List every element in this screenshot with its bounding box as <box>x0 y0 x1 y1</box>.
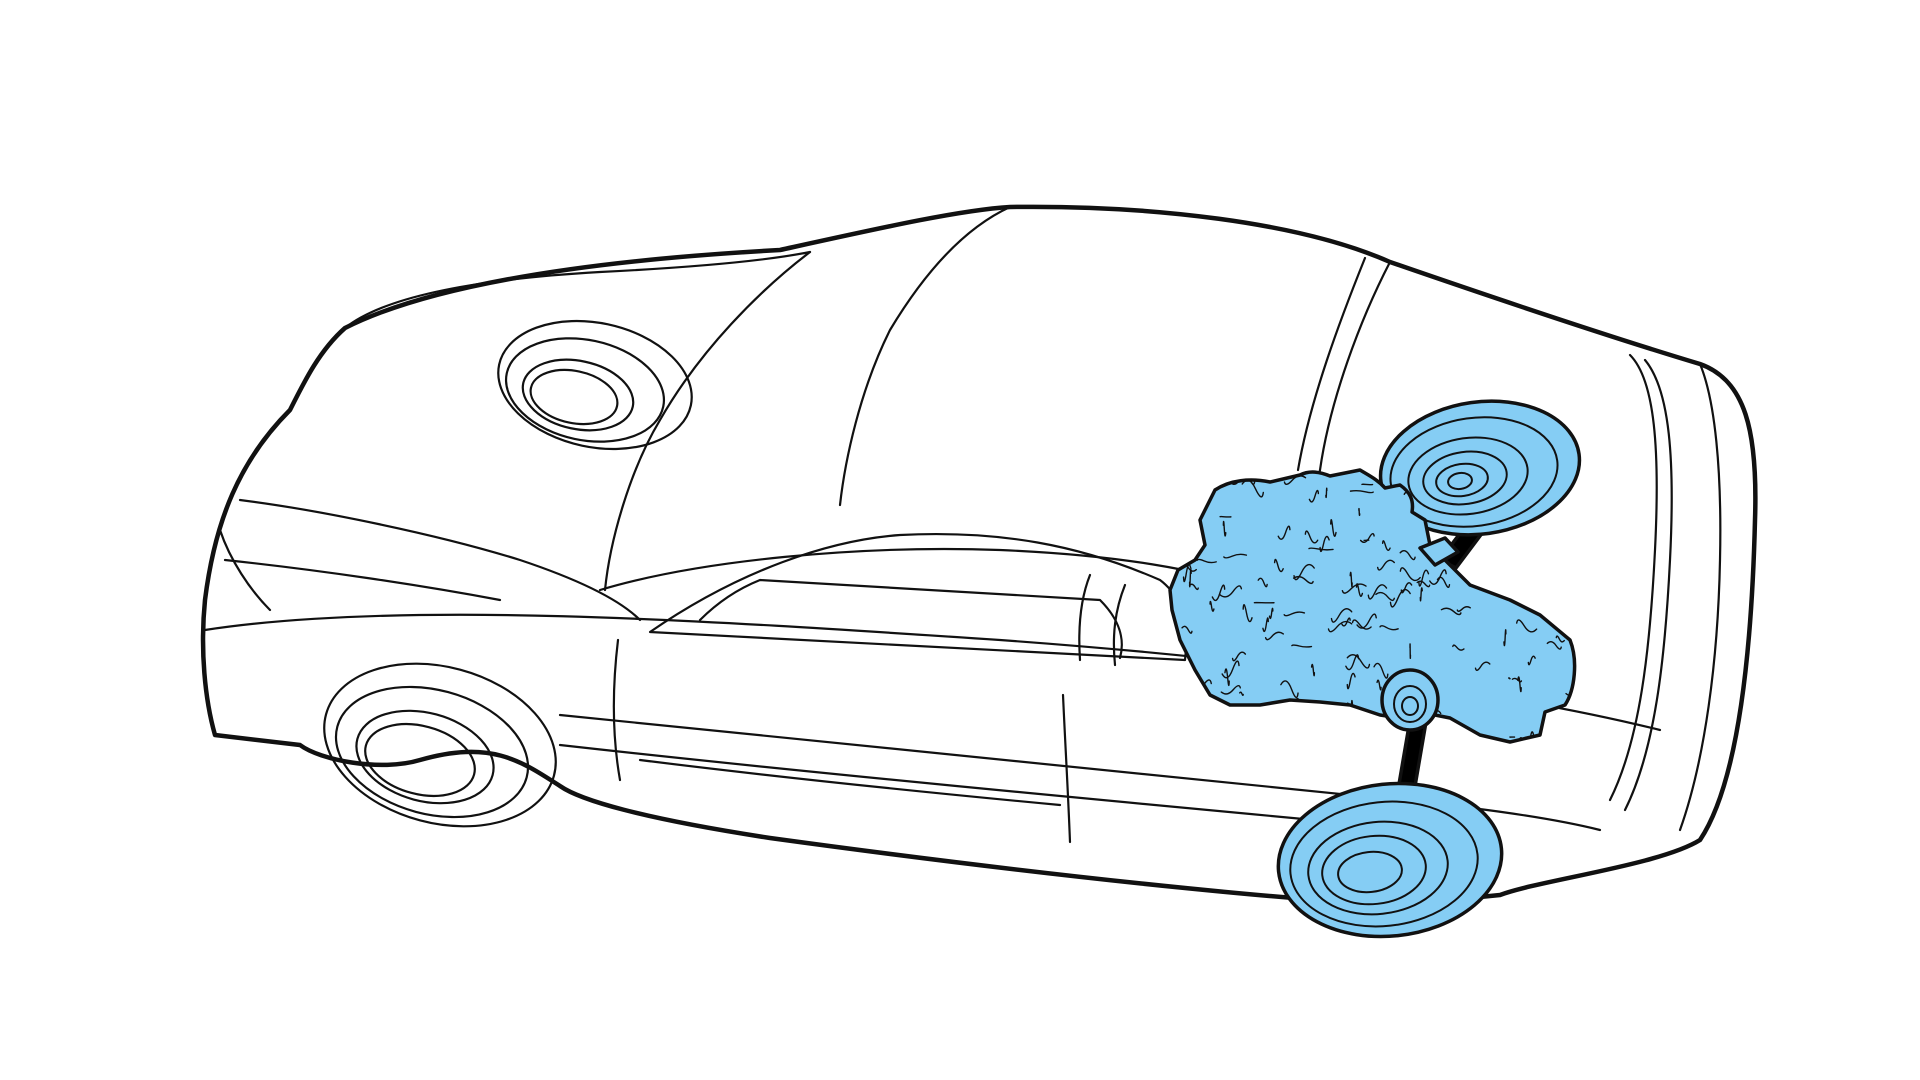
roof-front-edge <box>840 207 1010 505</box>
engine-texture-stroke <box>1296 699 1298 700</box>
engine-texture-stroke <box>1326 488 1327 497</box>
engine-texture-stroke <box>1187 506 1204 512</box>
hood-line <box>345 252 810 328</box>
engine-texture-stroke <box>1295 721 1300 725</box>
engine-texture-stroke <box>1237 739 1240 748</box>
rear-window-edge <box>1298 258 1365 470</box>
engine-texture-stroke <box>1541 611 1563 615</box>
engine-texture-stroke <box>1256 734 1268 742</box>
engine-texture-stroke <box>1357 713 1361 714</box>
engine-texture-stroke <box>1172 737 1178 746</box>
front-wheel-outline <box>306 639 574 851</box>
engine-texture-stroke <box>1178 545 1184 560</box>
engine-texture-stroke <box>1509 678 1510 679</box>
engine-texture-stroke <box>1358 738 1377 741</box>
engine-texture-stroke <box>1367 730 1387 735</box>
side-window <box>650 534 1186 660</box>
front-fender-line-2 <box>225 560 500 600</box>
engine-texture-stroke <box>1554 711 1567 722</box>
window-pillar-2 <box>1114 585 1125 665</box>
engine-texture-stroke <box>1180 512 1190 519</box>
car-body <box>203 207 1755 905</box>
engine-texture-stroke <box>1256 734 1280 739</box>
engine-texture-stroke <box>1179 514 1198 517</box>
engine-texture-stroke <box>1559 554 1577 560</box>
rear-wheel-lower <box>1271 773 1510 948</box>
engine-texture-stroke <box>1479 577 1499 587</box>
engine-texture-stroke <box>1359 509 1360 516</box>
car-body-outline <box>203 207 1755 905</box>
engine-texture-stroke <box>1520 584 1526 594</box>
engine-texture-stroke <box>1522 559 1534 568</box>
front-fender-line <box>240 500 640 620</box>
door-handle-line <box>640 760 1060 805</box>
headlight <box>220 530 270 610</box>
windshield-top <box>605 252 810 590</box>
highlighted-drivetrain <box>1157 389 1588 948</box>
engine-texture-stroke <box>1266 710 1267 719</box>
windshield-lower <box>600 549 1260 590</box>
engine-texture-stroke <box>1267 737 1290 754</box>
engine-texture-stroke <box>1182 705 1202 720</box>
spare-wheel-outline <box>486 304 703 466</box>
door-line-front <box>614 640 620 780</box>
engine-texture-stroke <box>1393 745 1399 757</box>
engine-texture-stroke <box>1325 725 1337 740</box>
door-line-rear <box>1063 695 1070 842</box>
rear-corner <box>1680 364 1720 830</box>
engine-texture-stroke <box>1157 534 1175 540</box>
